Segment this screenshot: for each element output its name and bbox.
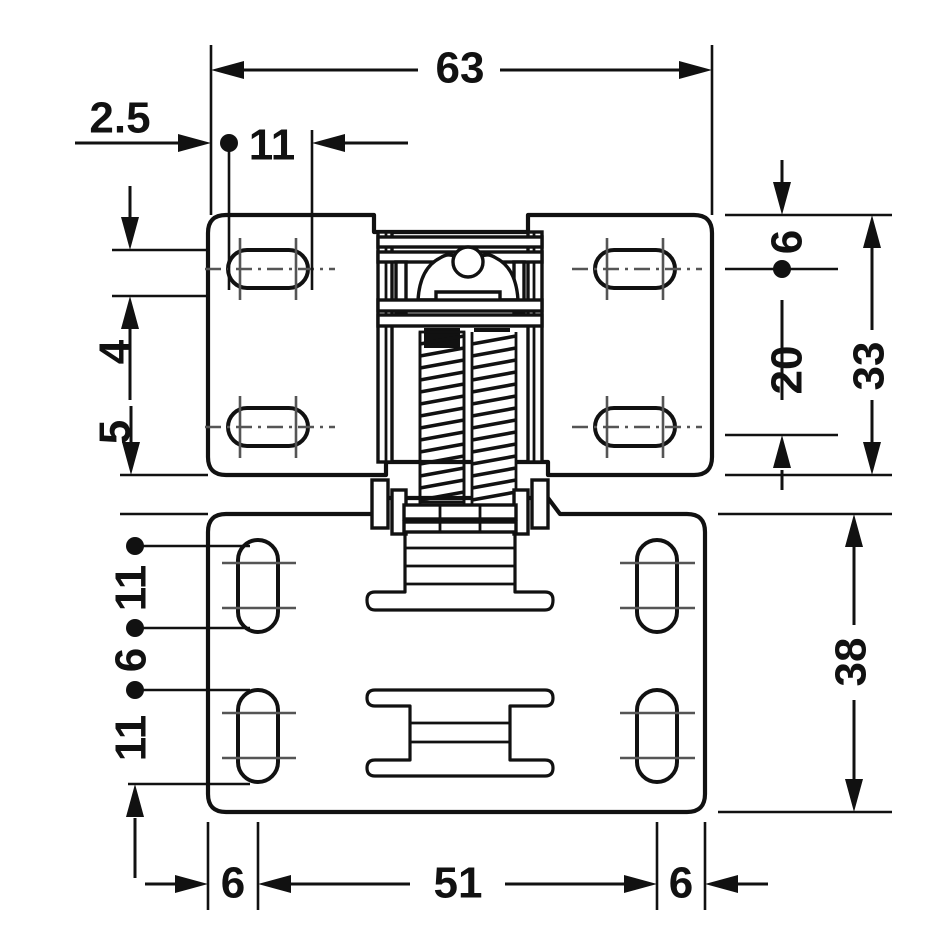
dim-label-6-left: 6 [107, 648, 156, 672]
dimension-4: 4 [91, 186, 208, 400]
dim-label-11-a: 11 [107, 565, 156, 612]
slot-lower-right-1 [635, 538, 679, 634]
spring-left [418, 330, 466, 504]
lower-plate-barrel [365, 512, 555, 612]
dim-label-11-top: 11 [249, 121, 296, 170]
slot-lower-left-1 [236, 538, 280, 634]
hinge-mechanism [370, 230, 550, 536]
lower-slot-centerlines [222, 561, 695, 760]
slot-lower-left-2 [236, 688, 280, 784]
slot-lower-right-2 [635, 688, 679, 784]
dim-label-33: 33 [845, 342, 894, 391]
dim-label-6-right: 6 [763, 230, 812, 254]
dimension-11-top: 11 [220, 121, 408, 290]
dimension-5: 5 [91, 406, 208, 516]
dim-label-2p5: 2.5 [89, 94, 150, 143]
dimension-20: 20 [725, 300, 838, 490]
dimension-bottom-row: 6 51 6 [145, 822, 768, 910]
dim-label-6-bottom-right: 6 [669, 859, 693, 908]
dimension-63: 63 [209, 44, 714, 215]
dim-label-51: 51 [434, 859, 483, 908]
dim-label-38: 38 [827, 638, 876, 687]
dimension-6-right: 6 [725, 160, 892, 278]
upper-slot-centerlines [205, 238, 702, 458]
spring-right [470, 332, 518, 504]
dim-label-63: 63 [436, 44, 485, 93]
dim-label-20: 20 [763, 346, 812, 395]
dim-label-4: 4 [91, 339, 140, 364]
dimension-2p5: 2.5 [75, 94, 211, 152]
dimension-33: 33 [725, 215, 894, 477]
dim-label-11-b: 11 [107, 715, 156, 762]
dimension-left-hole-stack: 11 6 11 [107, 537, 250, 878]
dim-label-5: 5 [91, 420, 140, 444]
lower-plate-center-feature [365, 688, 555, 778]
dim-label-6-bottom-left: 6 [221, 859, 245, 908]
dimension-38: 38 [718, 512, 892, 814]
lower-plate [205, 495, 708, 815]
